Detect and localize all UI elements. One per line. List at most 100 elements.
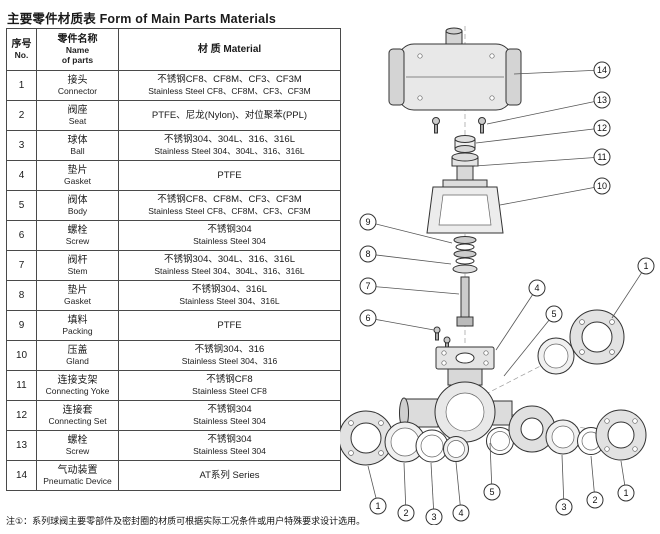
header-no-en: No. [14,49,29,60]
header-name-en2: of parts [61,54,94,65]
body-screws-illustration [433,326,451,351]
svg-text:2: 2 [403,508,408,518]
part-number: 11 [16,380,27,391]
callout-leader-11 [474,156,603,167]
callout-9: 9 [359,213,377,231]
part-name-cn: 阀体 [67,194,88,206]
header-name-cn: 零件名称 [57,33,98,45]
callout-3: 3 [555,498,573,516]
part-name-en: Packing [62,325,93,336]
callout-12: 12 [593,119,611,137]
callout-11: 11 [593,148,611,166]
svg-text:7: 7 [365,281,370,291]
part-name-en: Pneumatic Device [43,475,112,486]
part-number: 9 [18,320,25,331]
svg-text:11: 11 [597,152,606,162]
svg-text:5: 5 [551,309,556,319]
part-material-cell: AT系列 Series [118,460,341,491]
packing-stack-illustration [452,236,478,274]
callout-leader-5 [503,313,555,377]
callout-6: 6 [359,309,377,327]
callout-leader-12 [475,127,603,144]
left-connector-group-illustration [340,410,469,466]
material-line: 不锈钢304 [207,404,252,416]
part-number-cell: 5 [6,190,37,221]
part-number-cell: 14 [6,460,37,491]
part-number-cell: 2 [6,100,37,131]
table-header-row: 序号 No. 零件名称 Name of parts 材 质 Material [6,28,341,71]
part-name-cell: 气动装置 Pneumatic Device [36,460,119,491]
callout-leader-1 [611,265,647,319]
part-name-cell: 连接支架 Connecting Yoke [36,370,119,401]
material-line: Stainless Steel 304、316L [179,296,280,307]
svg-text:1: 1 [375,501,380,511]
part-name-cell: 螺栓 Screw [36,220,119,251]
callout-leader-7 [367,285,460,295]
table-row: 4 垫片 Gasket PTFE [6,160,341,191]
material-line: Stainless Steel 304 [193,416,266,427]
material-line: 不锈钢304 [207,434,252,446]
connecting-set-illustration [454,135,476,153]
stem-illustration [456,276,474,327]
part-name-en: Ball [70,145,85,156]
part-number: 4 [18,170,25,181]
svg-text:10: 10 [597,181,607,191]
material-line: 不锈钢304、304L、316、316L [164,254,295,266]
header-name: 零件名称 Name of parts [36,28,119,71]
callout-leader-9 [367,221,453,244]
svg-text:1: 1 [643,261,648,271]
svg-text:14: 14 [597,65,607,75]
part-name-cell: 垫片 Gasket [36,280,119,311]
part-number-cell: 13 [6,430,37,461]
parts-material-table: 序号 No. 零件名称 Name of parts 材 质 Material 1… [6,28,341,491]
part-number-cell: 7 [6,250,37,281]
part-name-cell: 阀杆 Stem [36,250,119,281]
part-name-cell: 填料 Packing [36,310,119,341]
part-number: 5 [18,200,25,211]
callout-5: 5 [483,483,501,501]
material-line: 不锈钢CF8、CF8M、CF3、CF3M [157,194,302,206]
material-line: Stainless Steel CF8、CF8M、CF3、CF3M [148,86,311,97]
svg-text:8: 8 [365,249,370,259]
right-connector-group-illustration [486,405,647,461]
part-number-cell: 10 [6,340,37,371]
material-line: PTFE [217,319,242,331]
part-material: PTFE [121,320,338,332]
callout-2: 2 [586,491,604,509]
material-line: 不锈钢CF8、CF8M、CF3、CF3M [157,74,302,86]
part-number-cell: 12 [6,400,37,431]
material-line: PTFE、尼龙(Nylon)、对位聚苯(PPL) [151,109,308,121]
part-name-cn: 接头 [67,74,88,86]
callout-1: 1 [617,484,635,502]
part-number: 3 [18,140,25,151]
callout-leader-13 [486,99,603,125]
part-name-cell: 螺栓 Screw [36,430,119,461]
part-number: 1 [18,80,25,91]
part-number-cell: 6 [6,220,37,251]
callout-14: 14 [593,61,611,79]
material-line: PTFE [217,169,242,181]
part-number: 8 [18,290,25,301]
callout-leader-10 [499,185,603,206]
header-no-cn: 序号 [11,38,32,50]
table-row: 9 填料 Packing PTFE [6,310,341,341]
material-line: Stainless Steel 304 [193,446,266,457]
part-number: 2 [18,110,25,121]
